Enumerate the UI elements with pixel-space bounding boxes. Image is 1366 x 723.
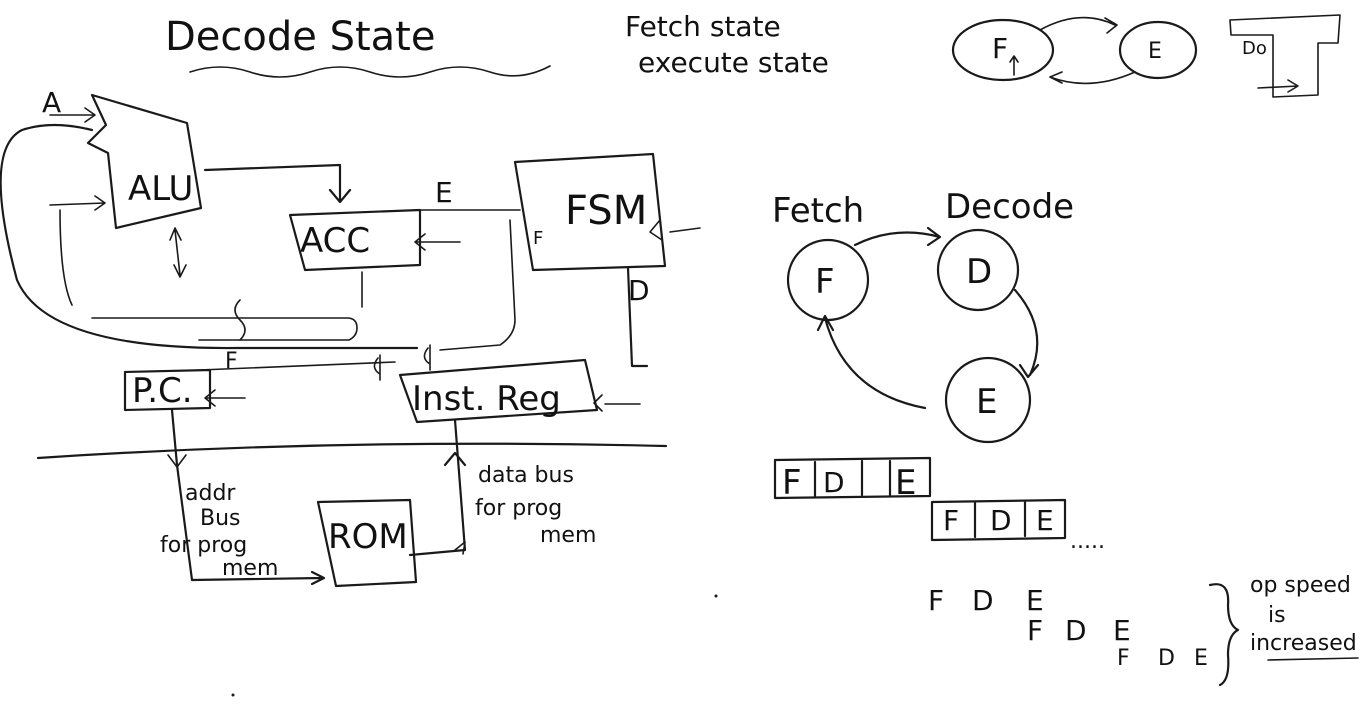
pipeline-row1-e: E — [895, 463, 916, 503]
pipeline-timing-3-d: D — [1158, 646, 1175, 671]
speed-note-underline — [1267, 657, 1359, 661]
pipeline-timing-1-f: F — [928, 584, 944, 617]
system-bus-line — [36, 442, 668, 460]
stray-dot-1 — [714, 594, 718, 598]
mini-register-box — [1229, 14, 1341, 98]
data-bus-note-3: mem — [540, 523, 596, 548]
state-e-label: E — [976, 382, 997, 422]
rom-label: ROM — [328, 517, 408, 557]
fsm-fetch-heading: Fetch — [772, 191, 864, 231]
signal-f-fsm-label: F — [533, 228, 543, 249]
alu-feedback-outer — [0, 123, 419, 350]
pipeline-row1-d: D — [823, 466, 845, 499]
pipeline-timing-3-e: E — [1194, 646, 1208, 671]
mini-register-label: Do — [1242, 38, 1267, 59]
data-bus-arrowhead — [454, 541, 466, 555]
instruction-register-label: Inst. Reg — [412, 379, 561, 419]
state-e-circle — [944, 356, 1032, 444]
fsm-d-wire — [626, 266, 649, 368]
signal-f-pc-label: F — [225, 349, 238, 374]
ir-top-wires — [373, 344, 431, 381]
fsm-clock-input — [649, 219, 701, 241]
speed-note-1: op speed — [1250, 573, 1351, 598]
fsm-block — [513, 152, 667, 272]
input-a-arrow — [49, 107, 96, 123]
pc-f-wire — [199, 361, 396, 371]
speed-note-2: is — [1268, 603, 1286, 628]
alu-input-b-arrow — [49, 195, 106, 211]
pipeline-timing-2-f: F — [1027, 614, 1043, 647]
alu-to-acc-wire — [203, 163, 352, 204]
state-d-label: D — [966, 252, 992, 292]
pipeline-row2-dividers — [973, 500, 1027, 539]
fsm-left-wire — [439, 219, 516, 351]
transition-f-to-d — [853, 226, 942, 247]
fsm-to-acc-arrow — [414, 233, 461, 251]
transition-d-to-e — [1013, 288, 1040, 379]
data-bus-note-1: data bus — [478, 463, 574, 488]
pipeline-timing-1-d: D — [972, 584, 994, 617]
alu-acc-link — [169, 227, 187, 278]
pipeline-timing-1-e: E — [1026, 584, 1044, 617]
state-f-label: F — [815, 262, 835, 302]
data-bus-note-2: for prog — [475, 496, 562, 521]
addr-bus-note-1: addr — [185, 481, 236, 506]
mini-state-e — [1118, 20, 1198, 80]
pipeline-timing-2-d: D — [1065, 614, 1087, 647]
mini-state-f-label: F — [992, 32, 1008, 65]
speed-note-3: increased — [1250, 631, 1357, 656]
addr-bus-note-4: mem — [222, 556, 278, 581]
instruction-register-block — [398, 358, 599, 424]
note-execute-state: execute state — [638, 46, 829, 79]
state-d-circle — [936, 228, 1020, 312]
addr-bus-note-3: for prog — [160, 533, 247, 558]
rom-to-ir-data-bus — [408, 418, 467, 557]
addr-bus-arrowhead — [167, 454, 187, 468]
pipeline-continuation: ..... — [1070, 529, 1105, 554]
pc-to-rom-addr-bus — [170, 408, 326, 586]
mini-arrow-f-to-e — [1039, 16, 1118, 34]
fsm-label: FSM — [565, 188, 647, 234]
page-title: Decode State — [165, 14, 435, 60]
acc-label: ACC — [300, 221, 370, 261]
pipeline-row2-f: F — [943, 504, 959, 537]
pipeline-row1-f: F — [782, 463, 802, 503]
pipeline-timing-2-e: E — [1113, 614, 1131, 647]
pc-clock-input — [204, 389, 246, 407]
note-fetch-state: Fetch state — [625, 10, 781, 43]
rom-block — [316, 498, 418, 588]
pipeline-row2-d: D — [990, 504, 1012, 537]
pipeline-timing-3-f: F — [1117, 646, 1130, 671]
alu-label: ALU — [128, 169, 193, 209]
ir-clock-input — [593, 394, 641, 412]
title-underline — [189, 65, 551, 78]
pc-label: P.C. — [132, 371, 193, 411]
alu-feedback-inner — [59, 209, 73, 306]
signal-d-label: D — [628, 274, 650, 307]
signal-a-label: A — [42, 86, 61, 119]
mini-register-arrow — [1257, 79, 1299, 93]
stray-dot-2 — [231, 693, 235, 697]
pc-block — [123, 368, 212, 412]
signal-e-label: E — [435, 176, 453, 209]
transition-e-to-f — [816, 314, 927, 410]
speed-brace — [1208, 583, 1240, 687]
fsm-decode-heading: Decode — [945, 187, 1074, 227]
pipeline-row2-e: E — [1036, 504, 1054, 537]
alu-block — [86, 93, 203, 230]
pipeline-box-row2 — [930, 498, 1067, 542]
addr-bus-note-2: Bus — [200, 506, 241, 531]
mini-arrow-e-to-f — [1049, 71, 1136, 85]
mini-state-f — [951, 18, 1055, 82]
pipeline-box-row1 — [773, 456, 932, 500]
mini-state-e-label: E — [1148, 39, 1162, 64]
internal-bus-wire — [91, 299, 358, 341]
pipeline-row1-dividers — [813, 459, 892, 498]
acc-block — [288, 208, 422, 272]
mini-tick — [1009, 55, 1019, 76]
